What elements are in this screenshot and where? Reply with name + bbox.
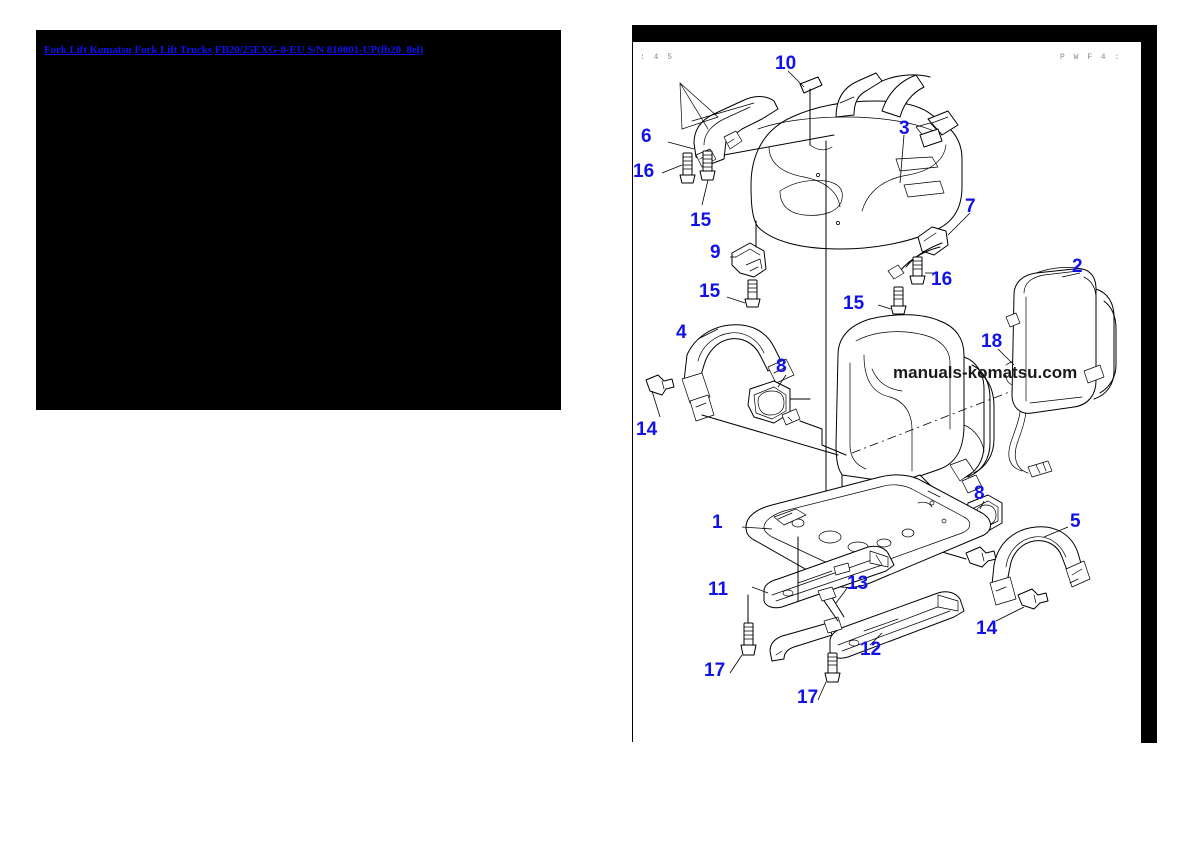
callout-18: 18 (981, 331, 1002, 352)
callout-16a: 16 (633, 161, 654, 182)
callout-15b: 15 (699, 281, 721, 302)
callout-3: 3 (899, 118, 910, 139)
leader-5 (1043, 526, 1069, 538)
bolt-part-17-b (817, 652, 841, 701)
callout-5: 5 (1070, 511, 1081, 532)
parts-diagram-artwork: 1 2 3 4 5 6 7 8 8 9 10 11 12 13 14 14 15… (632, 25, 1157, 743)
leader-4 (697, 328, 719, 340)
callout-4: 4 (676, 322, 687, 343)
diagram-frame-right (1141, 25, 1157, 743)
breadcrumb-link-2[interactable]: Fork Lift Trucks (134, 44, 213, 56)
armrest-part-4 (681, 324, 839, 456)
leader-3 (899, 134, 905, 184)
recliner-knob-part-8-a (747, 380, 847, 456)
callout-8b: 8 (974, 483, 985, 504)
callout-15a: 15 (690, 210, 712, 231)
callout-17b: 17 (797, 687, 818, 708)
callout-8a: 8 (776, 356, 787, 377)
bolt-part-16-a (679, 152, 696, 184)
callout-15c: 15 (843, 293, 865, 314)
bolt-part-17-a (729, 594, 757, 674)
diagram-frame-top (632, 25, 1157, 42)
callout-16b: 16 (931, 269, 952, 290)
leader-8b (979, 500, 985, 510)
callout-17a: 17 (704, 660, 725, 681)
leader-2 (1061, 272, 1081, 278)
diagram-corner-code-left: : 4 5 (640, 53, 675, 62)
bolt-part-14-a (645, 374, 675, 418)
seat-back-pad-part-2 (1005, 267, 1117, 414)
armrest-part-5 (989, 526, 1091, 606)
callout-2: 2 (1072, 256, 1083, 277)
breadcrumb-link-3[interactable]: FB20/25EXG-8-EU S/N 810001-UP(fb20_8el) (214, 44, 424, 56)
callout-11: 11 (708, 579, 729, 600)
slide-rail-part-11 (751, 536, 895, 609)
leader-8a (777, 374, 787, 388)
callout-labels: 1 2 3 4 5 6 7 8 8 9 10 11 12 13 14 14 15… (633, 53, 1083, 708)
bolt-part-16-b (909, 256, 934, 285)
callout-13: 13 (847, 573, 868, 594)
diagram-frame-left-line (632, 42, 633, 742)
callout-6: 6 (641, 126, 652, 147)
bolt-part-14-b (995, 588, 1049, 622)
leader-7 (947, 212, 971, 236)
callout-10: 10 (775, 53, 796, 74)
callout-14b: 14 (976, 618, 998, 639)
breadcrumb-link-1[interactable]: Fork Lift Komatsu (44, 44, 132, 56)
site-watermark: manuals-komatsu.com (893, 363, 1078, 382)
leader-6 (667, 141, 695, 150)
bracket-part-7 (887, 226, 949, 280)
bolt-part-15-b (726, 279, 761, 308)
callout-14a: 14 (636, 419, 658, 440)
bolt-part-15-c (877, 286, 907, 315)
seat-cushion-part (750, 72, 963, 250)
leader-18 (997, 348, 1015, 366)
callout-1: 1 (712, 512, 723, 533)
leader-16a (661, 164, 683, 174)
seat-base-frame-part-1 (741, 474, 991, 588)
leader-10 (787, 70, 805, 88)
callout-9: 9 (710, 242, 721, 263)
callout-12: 12 (860, 639, 881, 660)
diagram-corner-code-right: P W F 4 : (1060, 53, 1122, 62)
callout-7: 7 (965, 196, 976, 217)
slide-rail-part-12 (769, 586, 965, 662)
seat-pin-part-10 (799, 76, 833, 151)
bolt-part-15-a (699, 150, 716, 206)
bracket-part-9 (731, 220, 767, 278)
